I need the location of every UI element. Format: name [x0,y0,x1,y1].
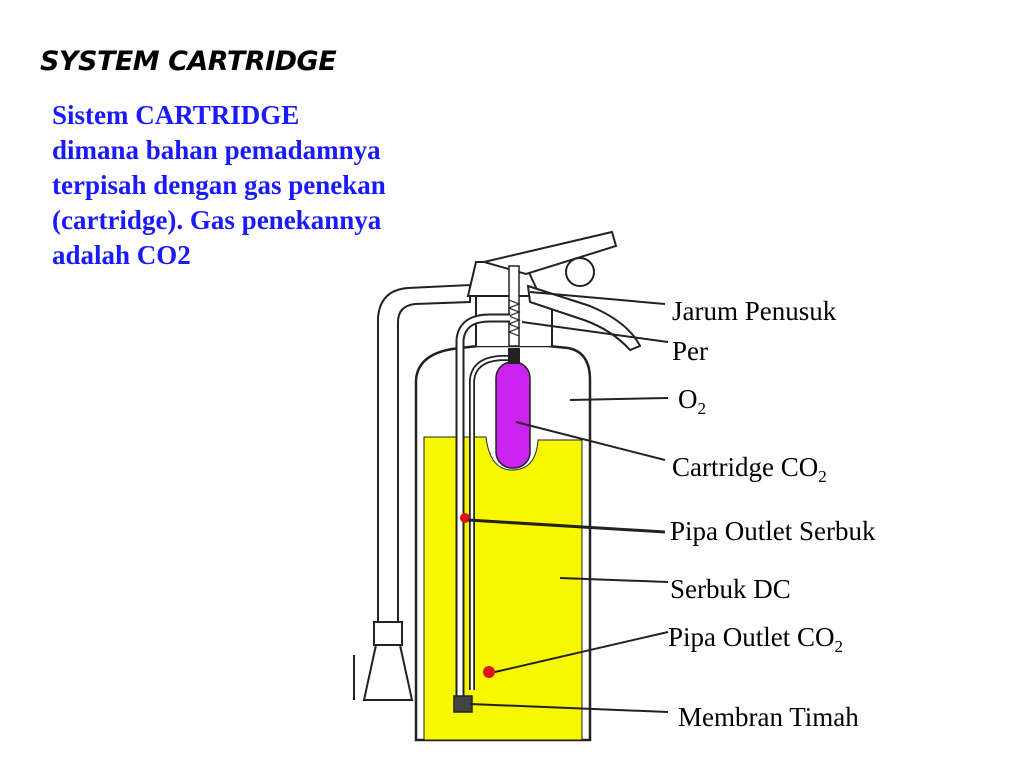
leader-serbuk [559,577,669,583]
slide-description: Sistem CARTRIDGE dimana bahan pemadamnya… [52,100,386,270]
leader-membran [469,703,669,713]
powder-fill[interactable] [423,436,583,741]
label-cartridge-main: Cartridge CO [672,452,819,482]
leader-o2 [569,397,669,401]
label-pipa-co2-sub: 2 [834,637,844,656]
label-jarum-penusuk: Jarum Penusuk [672,296,837,326]
hose [377,283,471,626]
lead-membrane[interactable] [453,695,473,713]
co2-cartridge[interactable] [495,361,531,469]
slide-title: SYSTEM CARTRIDGE [40,46,337,77]
leader-pipa-co2 [494,631,669,673]
hose-coupling [373,621,403,646]
spring [507,299,521,337]
lever-top[interactable] [480,230,618,276]
label-pipa-outlet-serbuk: Pipa Outlet Serbuk [670,516,876,546]
label-cartridge-sub: 2 [818,467,827,486]
label-o2-sub: 2 [697,399,707,418]
label-serbuk-dc: Serbuk DC [670,574,791,604]
leader-jarum [529,291,666,305]
pressure-gauge[interactable] [565,257,595,287]
label-membran-timah: Membran Timah [678,702,859,732]
co2-outlet-marker [483,666,495,678]
leader-per [521,321,669,343]
label-per: Per [672,336,708,366]
cartridge-cap [508,348,520,364]
label-pipa-co2-main: Pipa Outlet CO [668,622,835,652]
label-cartridge-co2: Cartridge CO2 [672,452,827,486]
hose-nozzle [362,644,414,701]
leader-cartridge [515,421,666,461]
label-o2-main: O [678,384,698,414]
leader-pipa-serbuk [467,518,666,534]
label-o2: O2 [678,384,707,418]
label-pipa-outlet-co2: Pipa Outlet CO2 [668,622,844,656]
powder-outlet-marker [460,513,470,523]
